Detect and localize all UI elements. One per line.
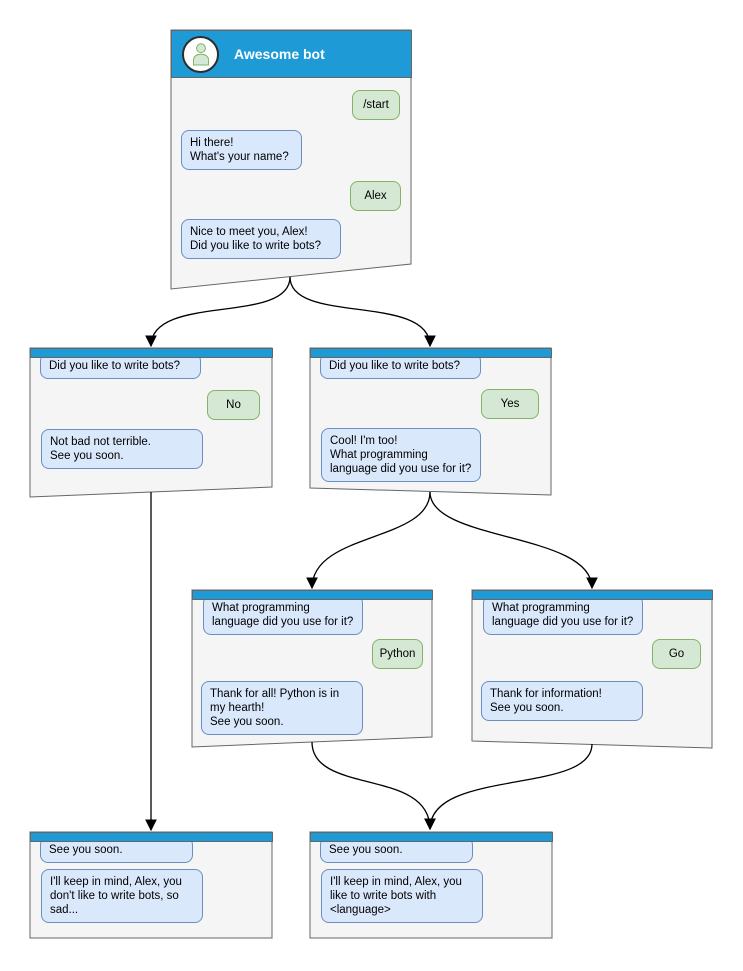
window-titlebar (30, 348, 273, 358)
person-icon (192, 43, 209, 66)
bot-message-bubble: What programming language did you use fo… (203, 595, 363, 635)
window-titlebar (472, 590, 713, 600)
user-message-bubble: No (207, 390, 260, 420)
window-titlebar (310, 348, 552, 358)
bot-message-bubble: I'll keep in mind, Alex, you like to wri… (321, 869, 483, 923)
chat-window-end-yes: See you soon. I'll keep in mind, Alex, y… (310, 832, 553, 939)
chat-window-branch-no: Did you like to write bots? No Not bad n… (30, 348, 273, 498)
window-titlebar (192, 590, 433, 600)
bot-avatar (182, 36, 219, 73)
bot-message-bubble: Hi there! What's your name? (181, 130, 302, 170)
connector-branch-yes-to-python (306, 491, 431, 590)
connector-main-to-branch-yes (289, 276, 436, 348)
bot-message-bubble: Nice to meet you, Alex! Did you like to … (181, 219, 341, 259)
user-message-bubble: Yes (481, 389, 539, 419)
chat-window-end-no: See you soon. I'll keep in mind, Alex, y… (30, 832, 273, 939)
window-title: Awesome bot (234, 46, 325, 62)
bot-message-bubble: Thank for information! See you soon. (481, 681, 643, 721)
chat-window-branch-yes: Did you like to write bots? Yes Cool! I'… (310, 348, 552, 496)
bot-message-bubble: Not bad not terrible. See you soon. (41, 429, 203, 469)
connector-branch-yes-to-go (429, 491, 598, 590)
connector-go-to-end-yes (424, 743, 593, 831)
bot-message-bubble: I'll keep in mind, Alex, you don't like … (41, 869, 203, 923)
chat-window-branch-go: What programming language did you use fo… (472, 590, 713, 749)
user-message-bubble: /start (352, 90, 400, 120)
bot-message-bubble: What programming language did you use fo… (483, 595, 643, 635)
chat-window-branch-python: What programming language did you use fo… (192, 590, 433, 748)
window-titlebar (310, 832, 553, 842)
window-titlebar: Awesome bot (171, 30, 412, 78)
user-message-bubble: Go (652, 639, 701, 669)
user-message-bubble: Python (372, 639, 423, 669)
connector-python-to-end-yes (311, 741, 436, 831)
bot-message-bubble: Thank for all! Python is in my hearth! S… (201, 681, 363, 735)
chat-window-main: Awesome bot /start Hi there! What's your… (171, 30, 412, 289)
connector-main-to-branch-no (145, 276, 291, 348)
user-message-bubble: Alex (350, 181, 401, 211)
bot-message-bubble: Cool! I'm too! What programming language… (321, 428, 481, 482)
window-titlebar (30, 832, 273, 842)
